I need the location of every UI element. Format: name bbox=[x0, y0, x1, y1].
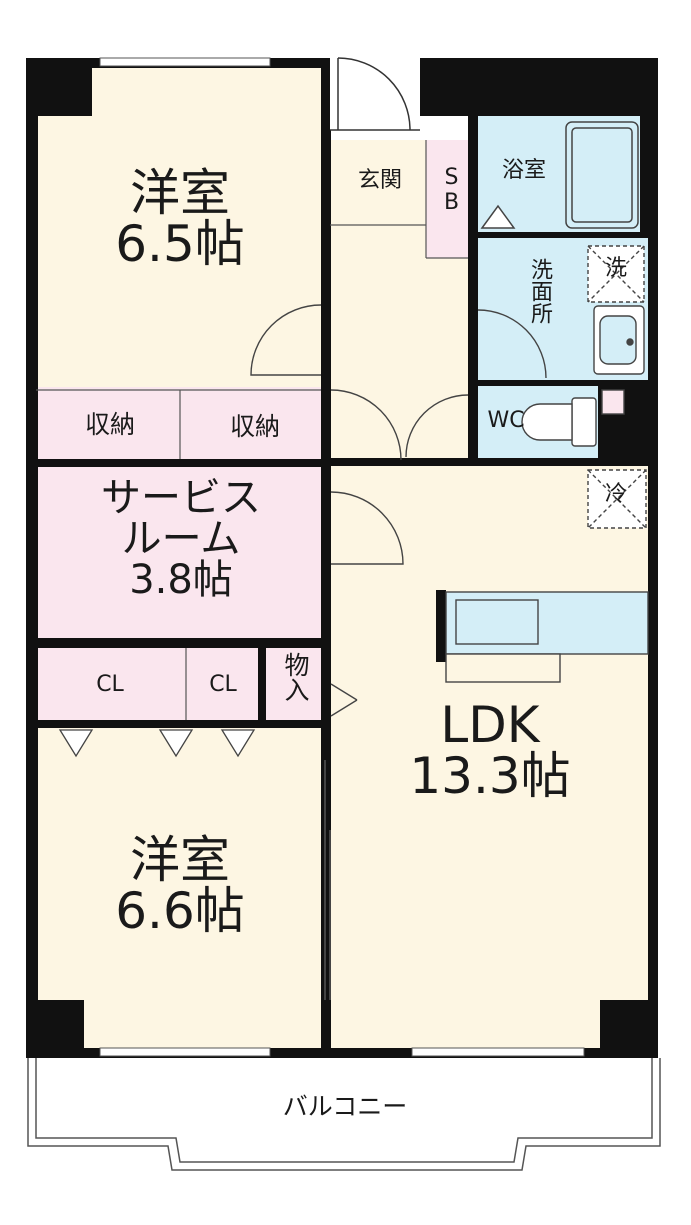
fridge-label: 冷 bbox=[604, 482, 627, 507]
monoire-floor bbox=[266, 648, 323, 722]
genkan-label: 玄関 bbox=[357, 168, 402, 193]
service-room-size: 3.8帖 bbox=[129, 556, 233, 603]
wall-bottom bbox=[26, 1048, 658, 1058]
washer-label: 洗 bbox=[604, 256, 627, 281]
western-room-1-size: 6.5帖 bbox=[115, 215, 245, 273]
western-room-2-floor bbox=[36, 728, 323, 1050]
corner-bottom-right bbox=[600, 1000, 658, 1058]
window-bottom-left bbox=[99, 1047, 271, 1057]
washroom-label: 洗面所 bbox=[527, 258, 552, 324]
wall-monoire-left bbox=[258, 645, 266, 727]
western-room-1-name: 洋室 bbox=[130, 164, 230, 222]
wall-ldk-top bbox=[330, 458, 650, 466]
ldk-floor bbox=[330, 465, 648, 1050]
windows bbox=[99, 57, 585, 1057]
wall-left bbox=[26, 58, 38, 1058]
balcony bbox=[27, 1058, 661, 1171]
storage-2-label: 収納 bbox=[229, 412, 280, 441]
bath-step bbox=[480, 204, 516, 229]
wash-fixtures bbox=[587, 245, 645, 375]
corner-bottom-left bbox=[26, 1000, 84, 1058]
closet-1-label: CL bbox=[96, 672, 124, 697]
closet-2-label: CL bbox=[209, 672, 237, 697]
room-fills bbox=[36, 65, 648, 1050]
wall-right bbox=[648, 58, 658, 1058]
service-room-line1: サービス bbox=[101, 475, 261, 521]
wall-wash-bottom bbox=[478, 380, 648, 386]
sb-floor bbox=[426, 140, 468, 258]
wc-shelf bbox=[601, 389, 625, 415]
storage-row-floor bbox=[36, 387, 326, 459]
service-room-floor bbox=[36, 466, 326, 638]
sliding-door bbox=[324, 760, 331, 1000]
toilet-tank bbox=[571, 397, 597, 447]
closet-triangles bbox=[58, 729, 256, 758]
bath-fixtures bbox=[480, 121, 639, 229]
bath-label: 浴室 bbox=[501, 158, 546, 183]
closet-row-floor bbox=[36, 648, 261, 722]
western-room-2-size: 6.6帖 bbox=[115, 882, 245, 940]
entrance-door bbox=[330, 57, 420, 131]
wc-fixtures bbox=[521, 389, 625, 447]
western-room-2-label: 洋室 6.6帖 bbox=[80, 835, 280, 937]
wall-kitchen-left bbox=[436, 590, 446, 662]
wc-label: WC bbox=[487, 408, 525, 433]
wall-bath-right bbox=[640, 58, 658, 238]
wall-mid-vertical bbox=[321, 58, 331, 1058]
service-room-line2: ルーム bbox=[121, 515, 241, 562]
service-room-label: サービス ルーム 3.8帖 bbox=[56, 478, 306, 600]
western-room-2-name: 洋室 bbox=[130, 831, 230, 889]
wall-row-divider-1 bbox=[26, 459, 330, 467]
kitchen bbox=[445, 469, 649, 683]
wall-row-divider-2 bbox=[26, 638, 330, 648]
fridge-space bbox=[587, 469, 647, 529]
ldk-size: 13.3帖 bbox=[409, 747, 571, 805]
window-bottom-right bbox=[411, 1047, 585, 1057]
sb-label: SB bbox=[439, 165, 464, 215]
western-room-1-label: 洋室 6.5帖 bbox=[80, 168, 280, 270]
interior-lines bbox=[36, 140, 468, 720]
toilet-bowl bbox=[521, 403, 573, 441]
door-swings bbox=[250, 304, 547, 717]
storage-1-label: 収納 bbox=[84, 410, 135, 439]
ldk-label: LDK 13.3帖 bbox=[380, 700, 600, 802]
kitchen-base bbox=[445, 653, 561, 683]
kitchen-sink bbox=[455, 599, 539, 645]
corner-top-left bbox=[26, 58, 92, 116]
wall-row-divider-3 bbox=[26, 720, 330, 728]
balcony-label: バルコニー bbox=[282, 1092, 408, 1121]
wall-hall-right bbox=[468, 110, 478, 465]
western-room-1-floor bbox=[36, 65, 326, 387]
window-top-left bbox=[99, 57, 271, 67]
wall-top-right bbox=[418, 58, 658, 116]
ldk-name: LDK bbox=[440, 696, 540, 754]
monoire-label: 物入 bbox=[281, 652, 310, 702]
wall-bath-bottom bbox=[478, 232, 648, 238]
